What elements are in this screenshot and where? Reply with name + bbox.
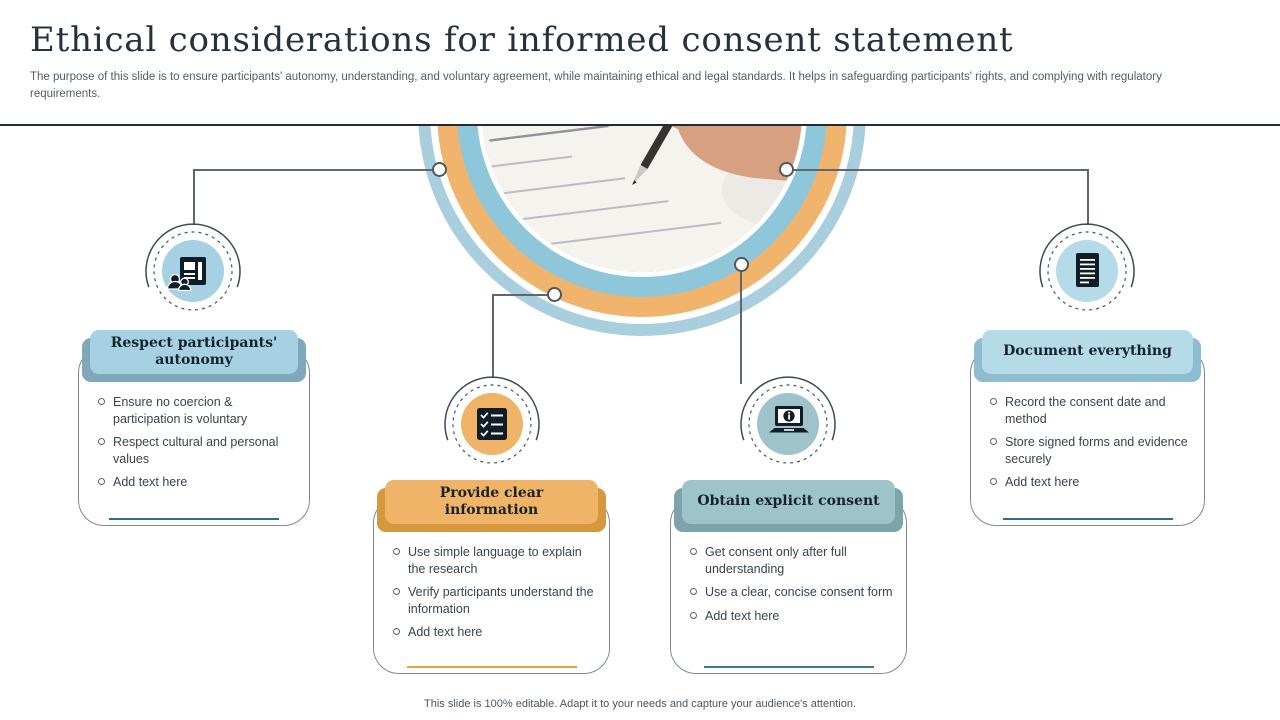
bullet-marker: [690, 588, 697, 595]
bullet-marker: [990, 478, 997, 485]
list-item: Use simple language to explain the resea…: [393, 544, 598, 577]
card-accent-line: [703, 665, 874, 668]
card-respect-autonomy: Respect participants' autonomy Ensure no…: [78, 330, 310, 526]
participants-document-icon: [138, 216, 248, 326]
list-item: Record the consent date and method: [990, 394, 1193, 427]
laptop-info-icon: [733, 369, 843, 479]
connector-node-document: [779, 162, 794, 177]
bullet-marker: [690, 548, 697, 555]
card-bullets: Record the consent date and method Store…: [990, 394, 1193, 498]
list-item: Get consent only after full understandin…: [690, 544, 895, 577]
bullet-marker: [990, 398, 997, 405]
card-accent-line: [406, 665, 577, 668]
bullet-marker: [690, 611, 697, 619]
connector-node-explicit-consent: [734, 257, 749, 272]
list-item: Add text here: [393, 624, 598, 641]
connector-line-autonomy-drop: [193, 169, 195, 225]
bullet-marker: [98, 438, 105, 445]
card-bullets: Use simple language to explain the resea…: [393, 544, 598, 648]
card-accent-line: [109, 517, 279, 520]
bullet-marker: [393, 548, 400, 555]
list-item: Add text here: [98, 474, 298, 491]
card-header: Respect participants' autonomy: [90, 330, 298, 374]
card-clear-information: Provide clear information Use simple lan…: [373, 480, 610, 674]
card-document-everything: Document everything Record the consent d…: [970, 330, 1205, 526]
page-title: Ethical considerations for informed cons…: [30, 20, 1014, 60]
bullet-marker: [393, 628, 400, 635]
slide-subtitle: The purpose of this slide is to ensure p…: [30, 71, 1162, 100]
bullet-marker: [990, 438, 997, 445]
list-item: Ensure no coercion & participation is vo…: [98, 394, 298, 427]
list-item: Verify participants understand the infor…: [393, 584, 598, 617]
connector-node-autonomy: [432, 162, 447, 177]
card-header: Provide clear information: [385, 480, 598, 524]
connector-line-explicit-consent: [740, 264, 742, 384]
bullet-marker: [98, 398, 105, 405]
connector-node-clear-info: [547, 287, 562, 302]
card-bullets: Get consent only after full understandin…: [690, 544, 895, 631]
slide-footer-note: This slide is 100% editable. Adapt it to…: [424, 698, 856, 710]
list-item: Store signed forms and evidence securely: [990, 434, 1193, 467]
card-explicit-consent: Obtain explicit consent Get consent only…: [670, 480, 907, 674]
card-accent-line: [1002, 517, 1173, 520]
connector-line-document: [786, 169, 1087, 171]
checklist-icon: [437, 369, 547, 479]
list-item: Use a clear, concise consent form: [690, 584, 895, 601]
connector-line-autonomy: [193, 169, 439, 171]
signed-document-icon: [1032, 216, 1142, 326]
card-header: Document everything: [982, 330, 1193, 374]
card-header: Obtain explicit consent: [682, 480, 895, 524]
slide-header: Ethical considerations for informed cons…: [0, 0, 1280, 126]
list-item: Respect cultural and personal values: [98, 434, 298, 467]
connector-line-clear-info-drop: [492, 294, 494, 378]
bullet-marker: [393, 588, 400, 595]
list-item: Add text here: [690, 608, 895, 625]
connector-line-document-drop: [1087, 169, 1089, 225]
connector-line-clear-info: [492, 294, 554, 296]
list-item: Add text here: [990, 474, 1193, 491]
card-bullets: Ensure no coercion & participation is vo…: [98, 394, 298, 498]
bullet-marker: [98, 478, 105, 485]
